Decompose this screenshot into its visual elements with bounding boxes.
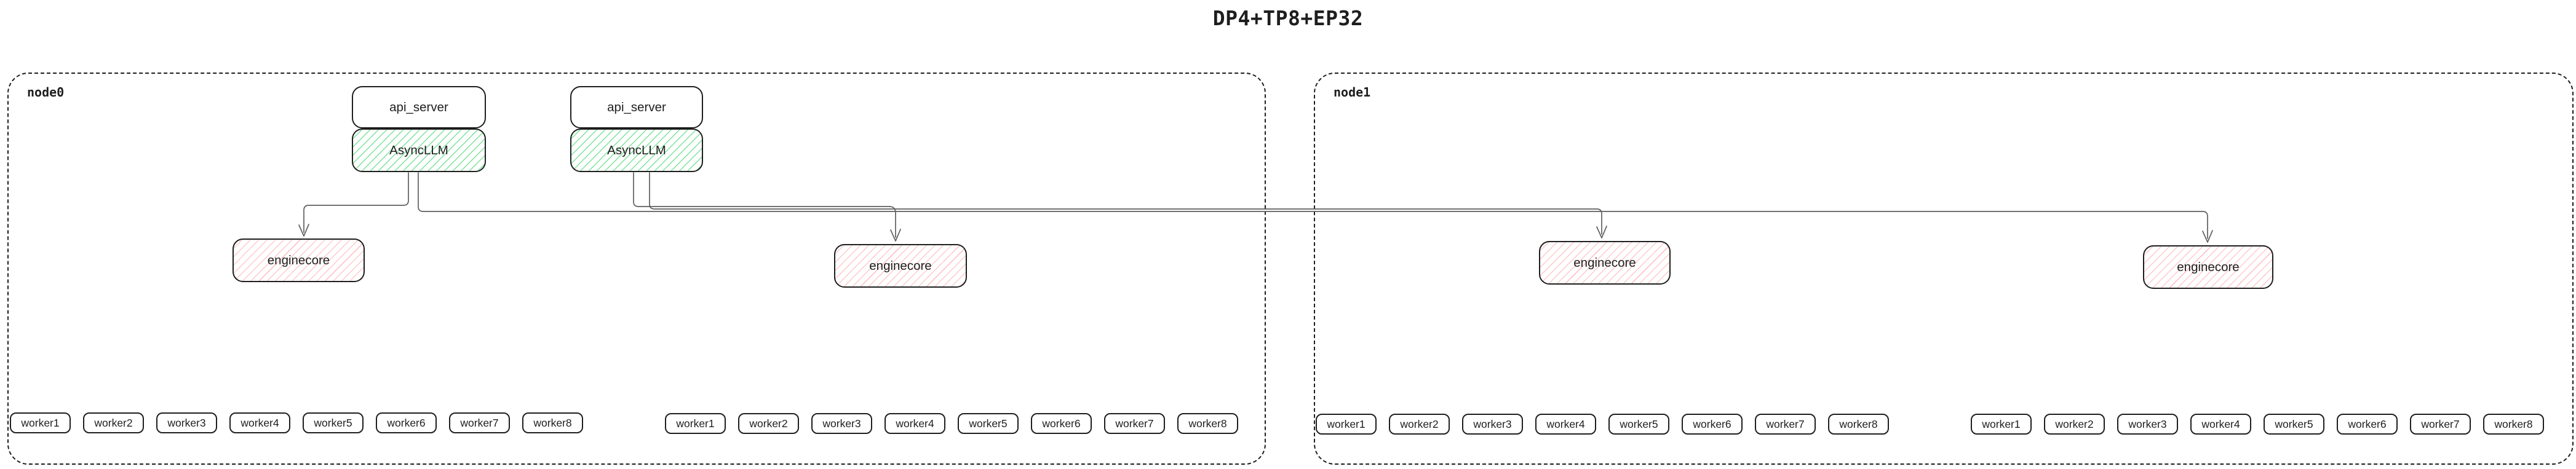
worker-box: worker6: [1031, 413, 1092, 434]
enginecore-box-1: enginecore: [233, 238, 365, 282]
worker-box: worker8: [1828, 414, 1889, 435]
api-server-box-1: api_server: [352, 86, 486, 128]
worker-box: worker2: [738, 413, 799, 434]
worker-box: worker4: [1535, 414, 1596, 435]
node1-worker-group-2: worker1 worker2 worker3 worker4 worker5 worke…: [1971, 414, 2544, 435]
worker-box: worker3: [156, 412, 217, 433]
worker-box: worker7: [1104, 413, 1165, 434]
worker-box: worker6: [2337, 414, 2398, 435]
api-server-box-2: api_server: [570, 86, 703, 128]
node1-label: node1: [1334, 85, 1371, 100]
worker-box: worker5: [1608, 414, 1669, 435]
worker-box: worker6: [376, 412, 437, 433]
worker-box: worker5: [958, 413, 1019, 434]
worker-box: worker8: [522, 412, 583, 433]
worker-box: worker4: [229, 412, 290, 433]
diagram-title: DP4+TP8+EP32: [1212, 6, 1364, 30]
node0-worker-group-2: worker1 worker2 worker3 worker4 worker5 worke…: [665, 413, 1238, 434]
worker-box: worker6: [1682, 414, 1743, 435]
node0-container: node0: [7, 73, 1266, 465]
worker-box: worker7: [2410, 414, 2471, 435]
worker-box: worker2: [83, 412, 144, 433]
worker-box: worker1: [10, 412, 71, 433]
node0-label: node0: [27, 85, 65, 100]
worker-box: worker4: [885, 413, 945, 434]
node0-worker-group-1: worker1 worker2 worker3 worker4 worker5 worke…: [10, 412, 583, 433]
worker-box: worker5: [303, 412, 364, 433]
worker-box: worker3: [811, 413, 872, 434]
worker-box: worker1: [665, 413, 726, 434]
worker-box: worker7: [449, 412, 510, 433]
node1-worker-group-1: worker1 worker2 worker3 worker4 worker5 worke…: [1316, 414, 1889, 435]
worker-box: worker3: [2117, 414, 2178, 435]
worker-box: worker1: [1316, 414, 1377, 435]
node1-container: node1: [1314, 73, 2574, 465]
asyncllm-box-2: AsyncLLM: [570, 128, 703, 172]
enginecore-box-3: enginecore: [1539, 241, 1671, 285]
worker-box: worker2: [1389, 414, 1450, 435]
worker-box: worker8: [2483, 414, 2544, 435]
enginecore-box-2: enginecore: [834, 244, 967, 288]
worker-box: worker8: [1177, 413, 1238, 434]
worker-box: worker2: [2044, 414, 2105, 435]
worker-box: worker5: [2264, 414, 2324, 435]
worker-box: worker1: [1971, 414, 2032, 435]
worker-box: worker3: [1462, 414, 1523, 435]
enginecore-box-4: enginecore: [2143, 245, 2273, 289]
asyncllm-box-1: AsyncLLM: [352, 128, 486, 172]
worker-box: worker7: [1755, 414, 1816, 435]
worker-box: worker4: [2190, 414, 2251, 435]
